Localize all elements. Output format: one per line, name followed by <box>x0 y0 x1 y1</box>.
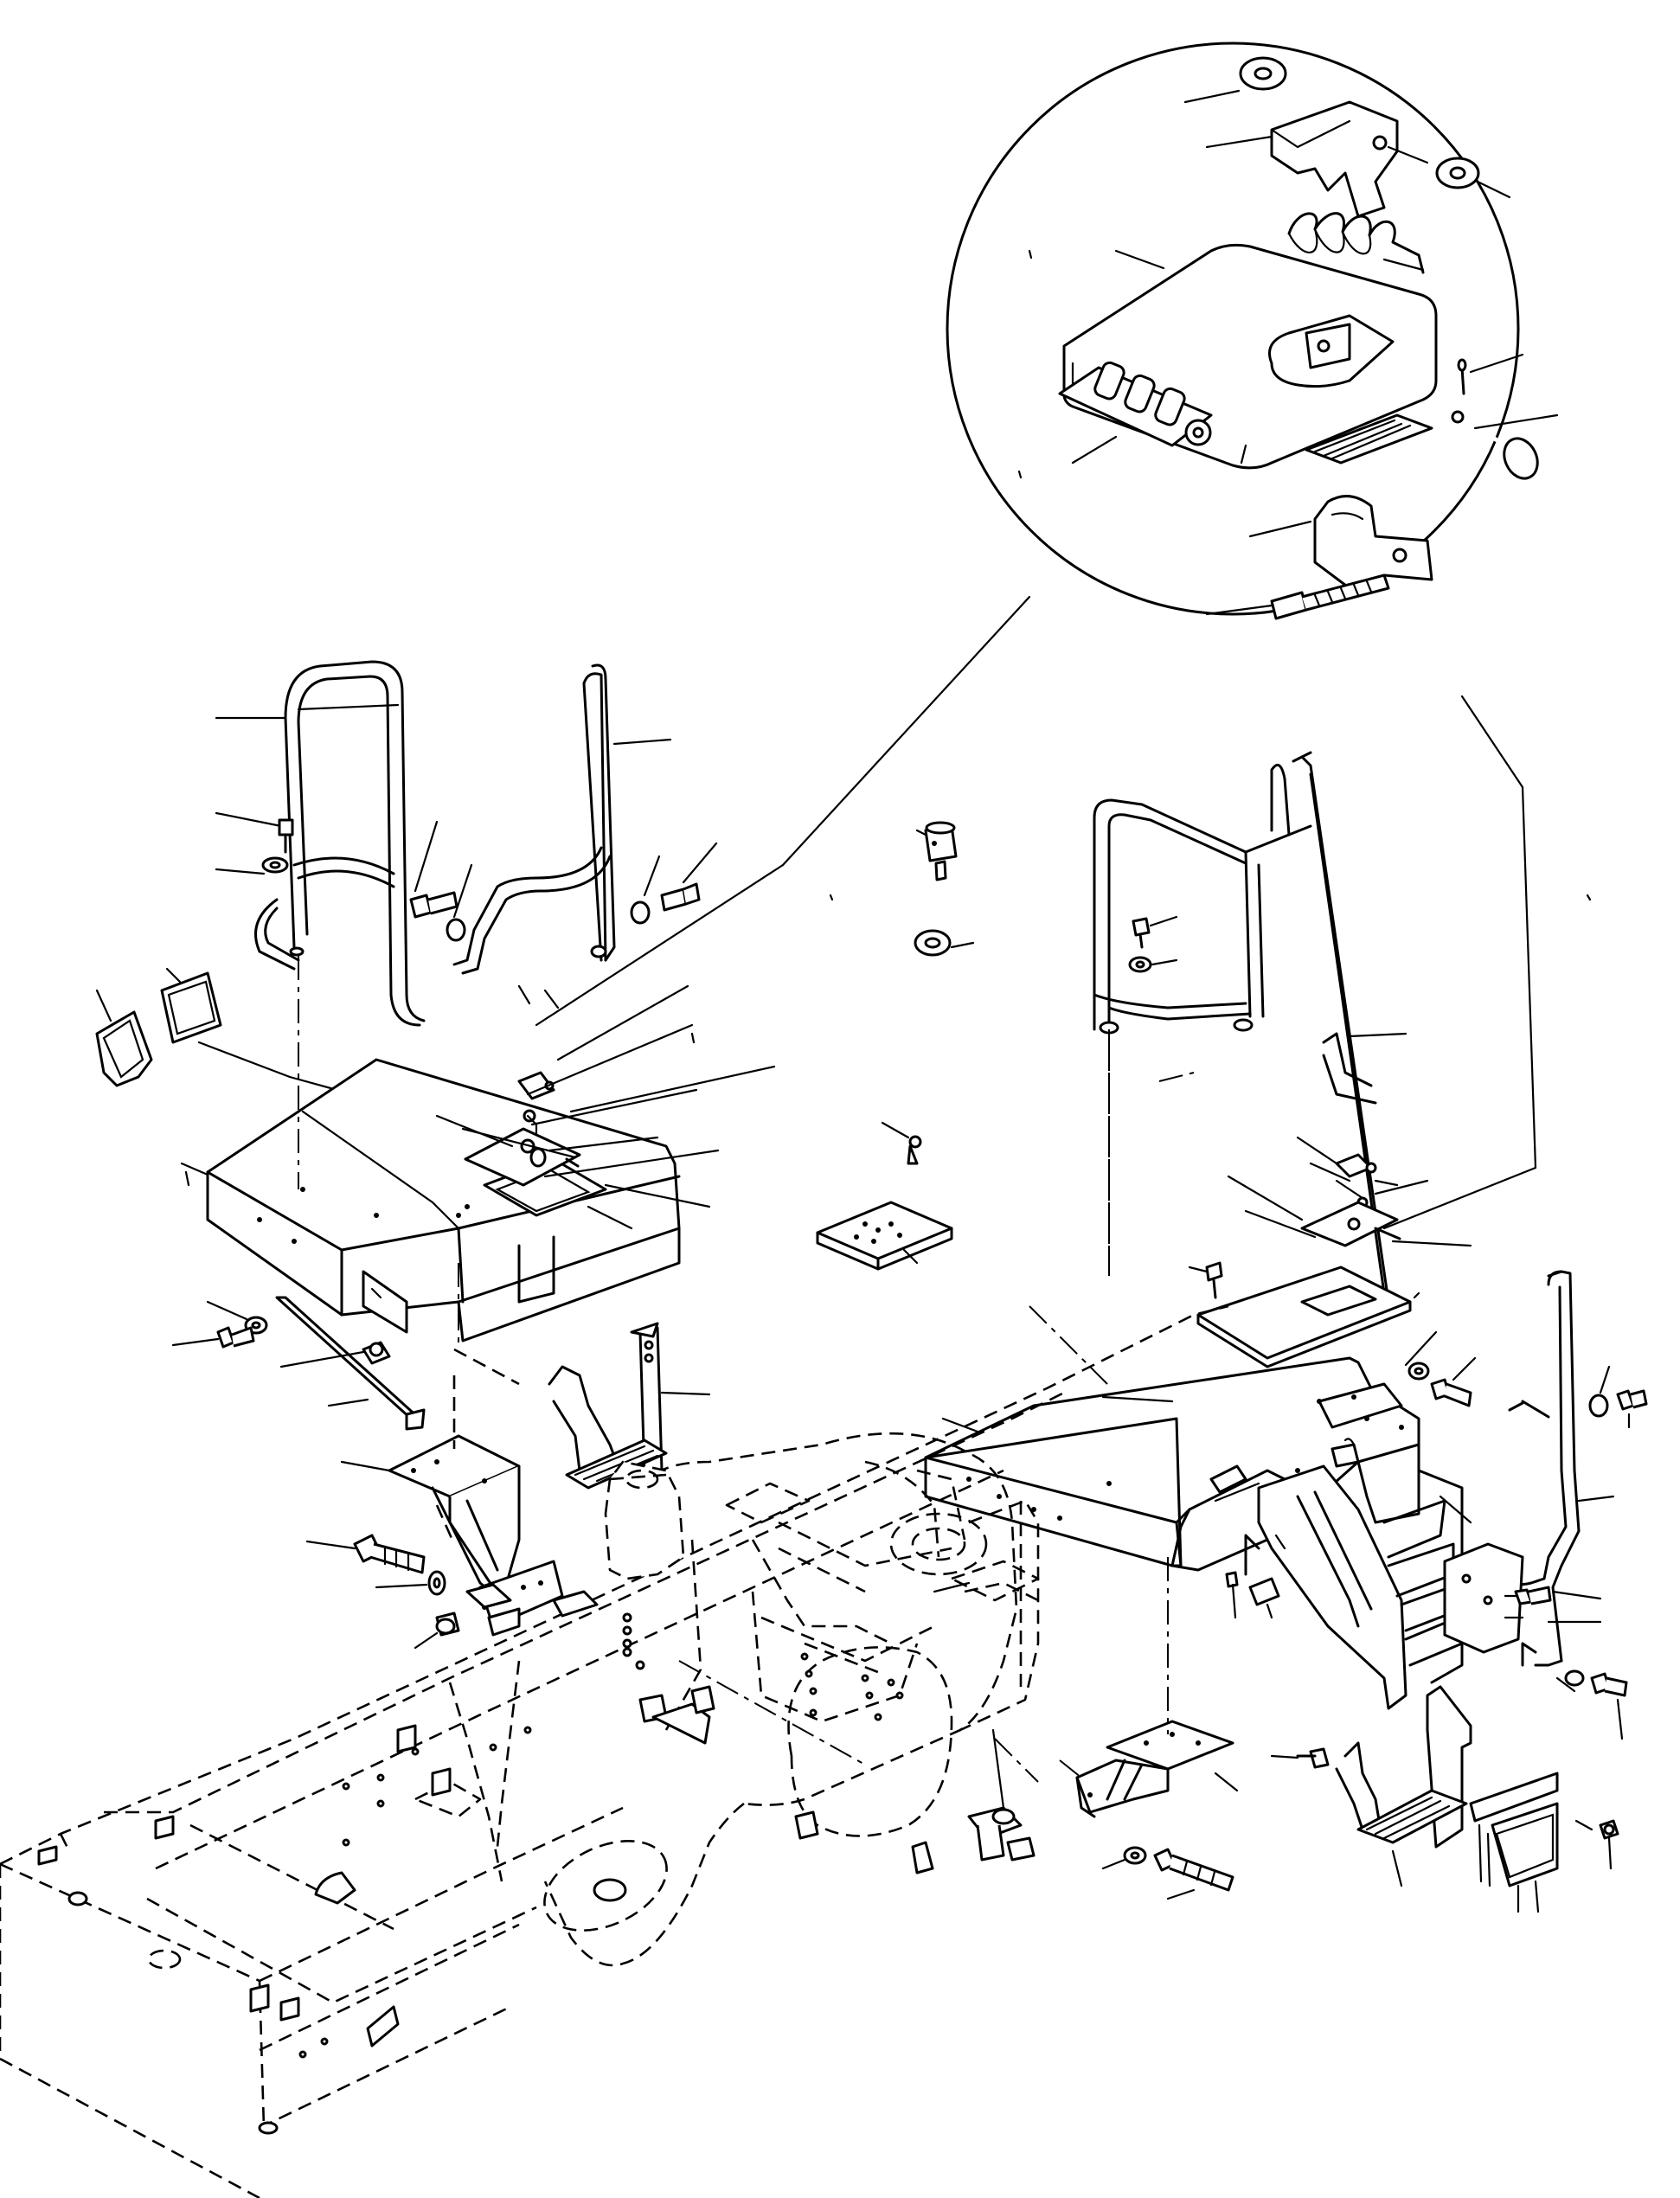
left-platform <box>180 1058 681 1343</box>
right-platform-fasteners <box>1225 1330 1648 1619</box>
washer-right <box>1435 157 1511 199</box>
cotter-pin <box>1457 353 1524 395</box>
hinge-clip <box>1205 100 1429 218</box>
right-handrail-assembly <box>1093 763 1312 1035</box>
right-floor-plate <box>1188 1261 1420 1368</box>
detail-connector-right <box>1460 695 1524 789</box>
left-cover-assembly <box>435 984 776 1230</box>
left-platform-fasteners <box>171 1296 520 1431</box>
center-fittings <box>816 821 975 1271</box>
right-cover-assembly <box>1227 1136 1472 1247</box>
detail-bolt <box>1205 574 1390 620</box>
right-handrail-fasteners <box>1108 915 1178 1263</box>
washer-top <box>1183 56 1287 104</box>
center-lower-bracket <box>1075 1720 1239 1818</box>
leader-tick <box>690 1032 696 1044</box>
detail-connector-left-2 <box>535 863 785 1027</box>
clevis-pin <box>1451 410 1559 480</box>
left-rear-handrail <box>452 663 672 975</box>
leader-tick <box>1586 894 1592 901</box>
center-lower-bolts <box>1101 1846 1234 1900</box>
alignment-axes <box>298 956 1195 1783</box>
right-reflectors <box>1469 1772 1619 1913</box>
right-rear-bracket <box>1443 1542 1628 1740</box>
detail-circle <box>946 42 1520 616</box>
hinge-barrel <box>1058 361 1213 465</box>
left-reflectors <box>95 967 465 1126</box>
right-step <box>1270 1685 1472 1887</box>
torsion-spring <box>1287 212 1425 274</box>
left-step <box>548 1322 711 1490</box>
detail-view <box>535 42 1559 1230</box>
left-mount-bolts <box>305 1534 460 1650</box>
detail-connector-right-2 <box>1521 785 1537 1169</box>
leader-tick <box>829 894 834 901</box>
detail-connector-right-3 <box>1382 1166 1537 1230</box>
left-handrail-assembly <box>215 660 426 1027</box>
detail-connector-left <box>781 595 1031 867</box>
left-lower-bracket <box>340 1375 564 1628</box>
left-handrail-fasteners <box>215 811 718 942</box>
latch-bracket <box>1248 495 1433 590</box>
right-stair-support <box>1244 1443 1472 1710</box>
rubber-pad <box>1305 413 1433 465</box>
main-frame <box>0 1304 1229 2198</box>
